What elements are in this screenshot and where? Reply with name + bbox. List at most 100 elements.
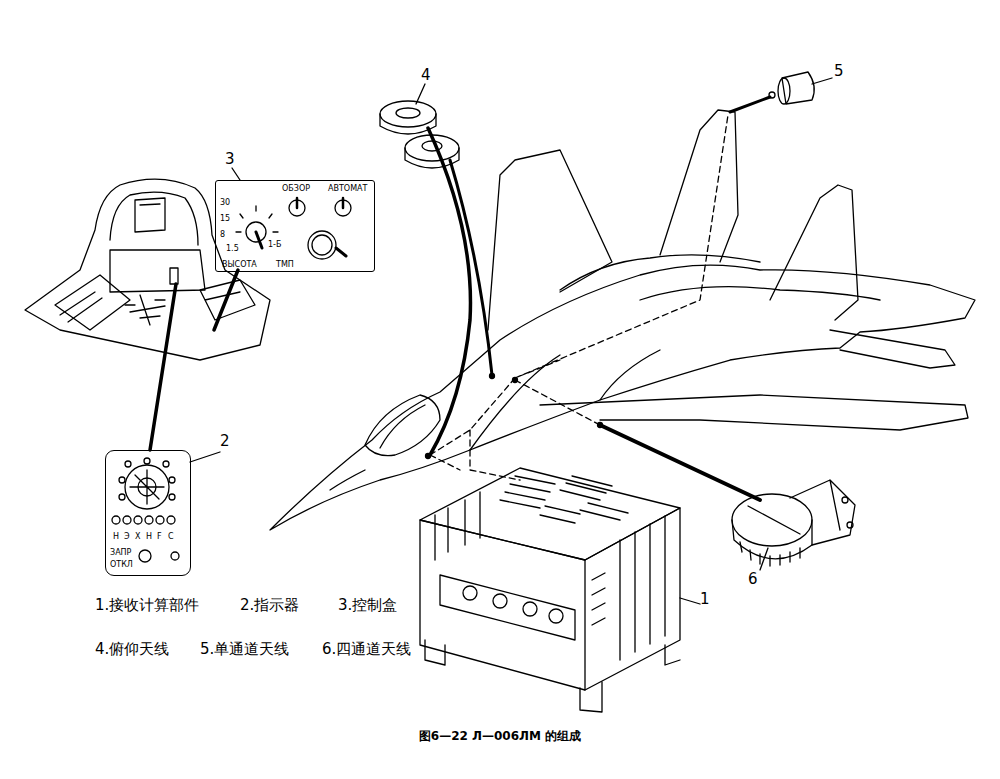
canopy xyxy=(365,395,440,456)
control-box: ОБЗОР АВТОМАТ 30 15 81.5 1-Б ВЫСОТА ТМП xyxy=(215,180,375,272)
panel-marking: ВЫСОТА xyxy=(222,261,257,269)
antenna-housing xyxy=(790,480,855,545)
indicator-face xyxy=(112,452,220,562)
knob-pointer xyxy=(256,232,262,248)
antenna-face xyxy=(732,494,812,546)
antenna-diagonal xyxy=(748,506,800,534)
leader-line xyxy=(600,425,760,500)
single-channel-antenna xyxy=(730,72,832,112)
dial-ticks xyxy=(236,206,278,232)
callout-number: 5 xyxy=(834,64,844,79)
callout-leader xyxy=(232,168,240,180)
part-key: 6.四通道天线 xyxy=(322,642,411,657)
connector xyxy=(549,609,563,623)
panel-marking: 30 xyxy=(220,199,230,207)
lamp xyxy=(167,516,175,524)
scope xyxy=(125,465,169,509)
panel-marking: Э xyxy=(124,533,130,541)
antenna-stripes xyxy=(740,542,800,566)
bolt xyxy=(842,497,848,503)
callout-leader xyxy=(416,84,425,104)
callout-number: 4 xyxy=(421,68,431,83)
panel-marking: Н xyxy=(146,533,152,541)
panel-details xyxy=(125,300,165,318)
lamp xyxy=(119,477,125,483)
panel-marking: ОБЗОР xyxy=(282,185,310,193)
figure-caption: 图6—22 Л—006ЛМ 的组成 xyxy=(0,730,1000,742)
nose-detail xyxy=(330,470,365,490)
panel-marking: ОТКЛ xyxy=(110,561,133,569)
antenna-core xyxy=(396,108,420,118)
panel-marking: 1.5 xyxy=(226,245,239,253)
receiver-unit xyxy=(420,468,700,712)
leader-line xyxy=(428,128,470,455)
callout-number: 6 xyxy=(748,572,758,587)
toggle xyxy=(296,198,299,208)
lamp xyxy=(169,477,175,483)
knob-grip xyxy=(336,248,346,256)
panel-marking: 1-Б xyxy=(268,241,281,249)
leader-line xyxy=(730,97,770,112)
leader-line xyxy=(150,284,176,450)
leader-line xyxy=(214,270,238,330)
indicator-slot xyxy=(170,268,178,284)
lamp xyxy=(134,516,142,524)
panel-marking: С xyxy=(168,533,174,541)
callout-leader xyxy=(190,452,220,462)
callout-number: 1 xyxy=(700,592,710,607)
cockpit-outline xyxy=(25,179,270,360)
knob xyxy=(171,552,179,560)
lamp xyxy=(144,458,150,464)
lamp xyxy=(119,494,125,500)
lamp xyxy=(163,461,169,467)
canopy-frame xyxy=(380,405,425,448)
callout-leader xyxy=(680,598,700,604)
instrument-panel xyxy=(110,250,205,292)
aircraft xyxy=(270,110,975,530)
connector xyxy=(523,602,537,616)
unit-top xyxy=(420,468,680,560)
panel-marking: ТМП xyxy=(276,261,294,269)
panel-marking: АВТОМАТ xyxy=(328,185,367,193)
part-key: 2.指示器 xyxy=(240,598,299,613)
fuselage xyxy=(270,265,975,530)
part-key: 1.接收计算部件 xyxy=(95,598,199,613)
panel-marking: Н xyxy=(113,533,119,541)
lamp xyxy=(169,494,175,500)
far-wing xyxy=(488,150,612,330)
control-box-dials xyxy=(232,168,351,259)
lamp xyxy=(145,516,153,524)
internal-wiring xyxy=(430,115,728,480)
connector xyxy=(493,594,507,608)
callout-number: 3 xyxy=(225,152,235,167)
panel-marking: ЗАПР xyxy=(110,549,131,557)
lamp xyxy=(112,516,120,524)
cockpit-inset xyxy=(25,179,270,450)
panel-marking: 15 xyxy=(220,215,230,223)
scope-lines xyxy=(130,470,164,504)
part-key: 5.单通道天线 xyxy=(200,642,289,657)
large-knob xyxy=(308,231,336,259)
lamp xyxy=(123,516,131,524)
near-tail xyxy=(770,185,858,320)
bolt xyxy=(847,522,853,528)
part-key: 3.控制盒 xyxy=(338,598,397,613)
canopy-frame xyxy=(110,192,198,245)
pitch-antenna xyxy=(380,84,492,455)
near-wing xyxy=(540,395,968,430)
toggle xyxy=(342,198,345,208)
module-slots xyxy=(435,492,665,660)
mount-foot xyxy=(425,640,680,712)
connector xyxy=(463,586,477,600)
wing-root xyxy=(470,350,660,450)
panel-marking: 8 xyxy=(220,231,225,239)
lamp xyxy=(156,516,164,524)
near-stabilizer xyxy=(830,330,955,368)
panel-marking: Х xyxy=(135,533,140,541)
far-tail xyxy=(660,110,738,262)
seat xyxy=(135,198,165,232)
engine-nacelle xyxy=(560,255,880,300)
indicator-panel: НЭХНFСЗАПРОТКЛ xyxy=(105,450,191,576)
